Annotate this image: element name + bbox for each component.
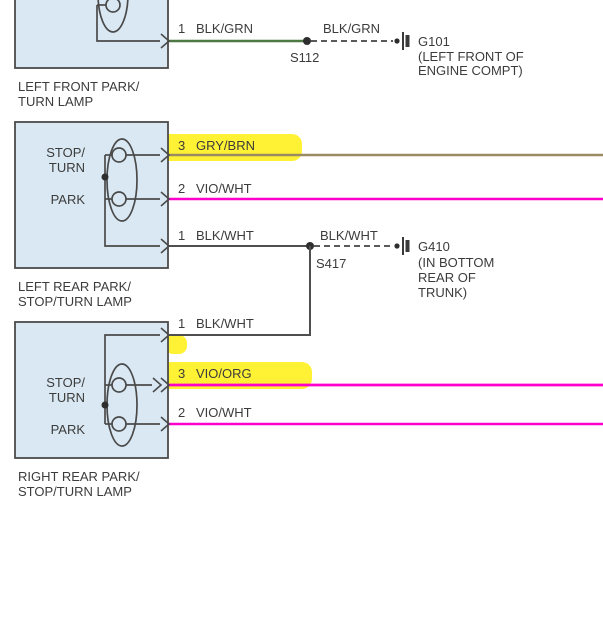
connector-pin-right-rear-3 xyxy=(160,377,171,393)
ground-location: (LEFT FRONT OF xyxy=(418,49,524,64)
pin-number: 2 xyxy=(178,181,185,196)
wire-label: BLK/WHT xyxy=(196,228,254,243)
pin-number: 1 xyxy=(178,21,185,36)
bulb-function-label: TURN xyxy=(49,160,85,175)
connector-pin-front-1 xyxy=(160,33,171,49)
ground-location: REAR OF xyxy=(418,270,476,285)
bulb-envelope xyxy=(97,0,129,33)
connector-pin-right-rear-2 xyxy=(160,416,171,432)
lamp-caption-left-rear: LEFT REAR PARK/ xyxy=(18,279,131,294)
wire-segment-label: BLK/GRN xyxy=(323,21,380,36)
connector-pin-right-rear-3 xyxy=(152,377,163,393)
ground-id-g101: G101 xyxy=(418,34,450,49)
highlight-vio-org xyxy=(126,362,312,389)
ground-location: ENGINE COMPT) xyxy=(418,63,523,78)
bulb-lead xyxy=(104,199,160,247)
connector-pin-right-rear-1 xyxy=(160,327,171,343)
lamp-caption-right-rear: STOP/TURN LAMP xyxy=(18,484,132,499)
ground-location: TRUNK) xyxy=(418,285,467,300)
pin-number: 3 xyxy=(178,366,185,381)
connector-pin-left-rear-2 xyxy=(160,191,171,207)
junction-dot xyxy=(101,401,109,409)
wire-label: VIO/WHT xyxy=(196,181,252,196)
wire-label: BLK/GRN xyxy=(196,21,253,36)
bulb-lead xyxy=(96,5,160,42)
splice-label-s112: S112 xyxy=(290,50,319,65)
junction-dot xyxy=(101,173,109,181)
wire-label: GRY/BRN xyxy=(196,138,255,153)
lamp-caption-right-rear: RIGHT REAR PARK/ xyxy=(18,469,140,484)
bulb-icon-left-front xyxy=(96,0,160,42)
bulb-icon-left-rear xyxy=(101,138,160,247)
pin-number: 3 xyxy=(178,138,185,153)
splice-dot-s112 xyxy=(303,37,311,45)
ground-icon-g410 xyxy=(394,237,410,255)
wire-label: VIO/ORG xyxy=(196,366,252,381)
bulb-function-label: TURN xyxy=(49,390,85,405)
ground-location: (IN BOTTOM xyxy=(418,255,494,270)
lamp-box-left-front xyxy=(14,0,169,69)
highlight-pin1-right-rear xyxy=(165,335,187,354)
wire-label: VIO/WHT xyxy=(196,405,252,420)
wire-blk-wht-splice-branch xyxy=(169,246,311,336)
pin-number: 2 xyxy=(178,405,185,420)
pin-number: 1 xyxy=(178,228,185,243)
ground-dot xyxy=(394,38,400,44)
bulb-icon-right-rear xyxy=(101,334,160,447)
bulb-function-label: STOP/ xyxy=(46,145,85,160)
connector-pin-left-rear-3 xyxy=(160,147,171,163)
ground-id-g410: G410 xyxy=(418,239,450,254)
splice-label-s417: S417 xyxy=(316,256,346,271)
ground-dot xyxy=(394,243,400,249)
wire-segment-label: BLK/WHT xyxy=(320,228,378,243)
lamp-caption-left-front: TURN LAMP xyxy=(18,94,93,109)
bulb-lead xyxy=(104,334,160,385)
lamp-box-left-rear xyxy=(14,121,169,269)
bulb-envelope xyxy=(106,138,138,222)
bulb-function-label: PARK xyxy=(51,192,86,207)
wire-label: BLK/WHT xyxy=(196,316,254,331)
lamp-caption-left-rear: STOP/TURN LAMP xyxy=(18,294,132,309)
connector-pin-left-rear-1 xyxy=(160,238,171,254)
ground-icon-g101 xyxy=(394,32,410,50)
lamp-box-right-rear xyxy=(14,321,169,459)
bulb-function-label: STOP/ xyxy=(46,375,85,390)
lamp-caption-left-front: LEFT FRONT PARK/ xyxy=(18,79,140,94)
bulb-function-label: PARK xyxy=(51,422,86,437)
pin-number: 1 xyxy=(178,316,185,331)
